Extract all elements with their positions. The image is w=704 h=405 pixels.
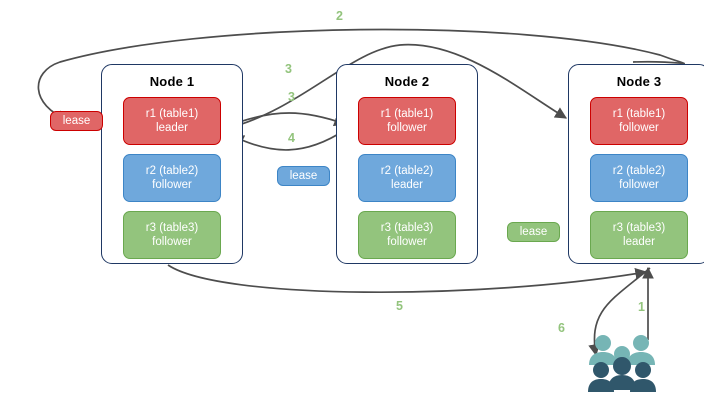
replica-name: r3 (table3) <box>145 222 199 234</box>
edge-label-3-short: 3 <box>288 90 295 104</box>
replica-role: follower <box>387 236 427 248</box>
node-1[interactable]: Node 1 r1 (table1) leader r2 (table2) fo… <box>101 64 243 264</box>
lease-badge-blue[interactable]: lease <box>277 166 330 186</box>
replica-node1-r1[interactable]: r1 (table1) leader <box>123 97 221 145</box>
edge-label-3-long: 3 <box>285 62 292 76</box>
lease-badge-green[interactable]: lease <box>507 222 560 242</box>
replica-name: r1 (table1) <box>380 108 434 120</box>
edge-label-6: 6 <box>558 321 565 335</box>
lease-badge-red[interactable]: lease <box>50 111 103 131</box>
replica-name: r3 (table3) <box>380 222 434 234</box>
replica-node2-r3[interactable]: r3 (table3) follower <box>358 211 456 259</box>
node-3[interactable]: Node 3 r1 (table1) follower r2 (table2) … <box>568 64 704 264</box>
replica-name: r2 (table2) <box>145 165 199 177</box>
edge-label-1: 1 <box>638 300 645 314</box>
replica-name: r1 (table1) <box>145 108 199 120</box>
replica-node3-r1[interactable]: r1 (table1) follower <box>590 97 688 145</box>
replica-role: leader <box>391 179 423 191</box>
node-1-title: Node 1 <box>149 74 195 89</box>
replica-role: leader <box>623 236 655 248</box>
replica-node3-r2[interactable]: r2 (table2) follower <box>590 154 688 202</box>
replica-node1-r2[interactable]: r2 (table2) follower <box>123 154 221 202</box>
edge-3-short-path <box>227 112 347 127</box>
replica-role: follower <box>152 236 192 248</box>
replica-role: follower <box>152 179 192 191</box>
users-icon-svg <box>588 335 656 392</box>
edge-5-path <box>167 264 648 294</box>
replica-node2-r2[interactable]: r2 (table2) leader <box>358 154 456 202</box>
users-icon <box>584 332 664 394</box>
replica-role: leader <box>156 122 188 134</box>
edge-label-2: 2 <box>336 9 343 23</box>
replica-role: follower <box>619 179 659 191</box>
node-2-replicas: r1 (table1) follower r2 (table2) leader … <box>337 97 477 259</box>
replica-node2-r1[interactable]: r1 (table1) follower <box>358 97 456 145</box>
edge-label-5: 5 <box>396 299 403 313</box>
replica-name: r3 (table3) <box>612 222 666 234</box>
node-3-title: Node 3 <box>616 74 662 89</box>
node-2[interactable]: Node 2 r1 (table1) follower r2 (table2) … <box>336 64 478 264</box>
replica-name: r1 (table1) <box>612 108 666 120</box>
edge-label-4: 4 <box>288 131 295 145</box>
replica-node3-r3[interactable]: r3 (table3) leader <box>590 211 688 259</box>
replica-name: r2 (table2) <box>612 165 666 177</box>
replica-role: follower <box>619 122 659 134</box>
node-2-title: Node 2 <box>384 74 430 89</box>
replica-role: follower <box>387 122 427 134</box>
replica-name: r2 (table2) <box>380 165 434 177</box>
node-3-replicas: r1 (table1) follower r2 (table2) followe… <box>569 97 704 259</box>
replica-node1-r3[interactable]: r3 (table3) follower <box>123 211 221 259</box>
node-1-replicas: r1 (table1) leader r2 (table2) follower … <box>102 97 242 259</box>
